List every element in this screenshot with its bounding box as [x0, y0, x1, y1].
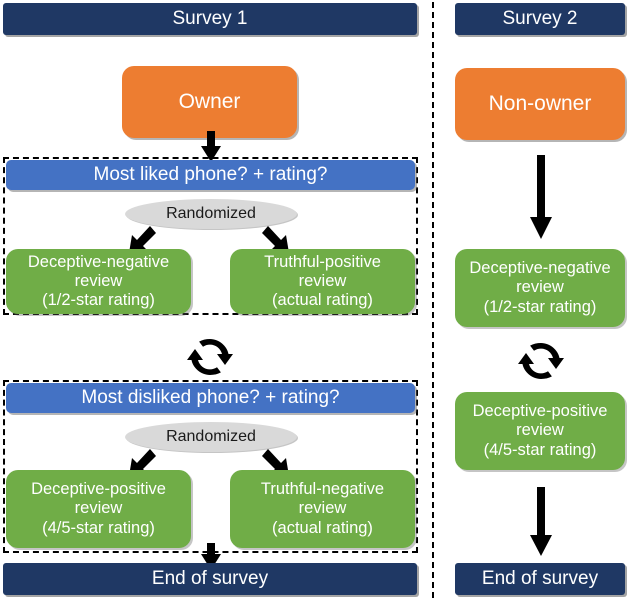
survey2-end-of-survey: End of survey [455, 563, 625, 595]
survey1-review-truthful-positive: Truthful-positive review (actual rating) [230, 249, 415, 314]
column-divider [432, 2, 434, 598]
survey1-repeat-cycle-icon [187, 336, 233, 378]
survey1-header: Survey 1 [3, 3, 417, 35]
arrow-randomizer-a-right [261, 224, 293, 254]
survey2-review-deceptive-positive: Deceptive-positive review (4/5-star rati… [455, 392, 625, 470]
arrow-randomizer-b-left [125, 447, 157, 477]
survey1-respondent-owner: Owner [122, 66, 297, 138]
survey1-end-of-survey: End of survey [3, 563, 417, 595]
arrow-nonowner-to-first-review [529, 155, 553, 240]
survey1-review-deceptive-positive: Deceptive-positive review (4/5-star rati… [6, 470, 191, 548]
survey1-review-deceptive-negative: Deceptive-negative review (1/2-star rati… [6, 249, 191, 314]
arrow-to-end-survey1 [200, 543, 222, 571]
arrow-to-end-survey2 [529, 487, 553, 557]
survey1-question-most-liked: Most liked phone? + rating? [6, 160, 415, 190]
survey1-randomized-group-a [3, 157, 418, 315]
survey1-review-truthful-negative: Truthful-negative review (actual rating) [230, 470, 415, 548]
survey2-repeat-cycle-icon [518, 340, 564, 382]
arrow-randomizer-a-left [125, 224, 157, 254]
survey1-randomizer-b: Randomized [125, 422, 297, 452]
arrow-owner-to-question-a [200, 131, 222, 163]
survey2-header: Survey 2 [455, 3, 625, 35]
survey1-randomizer-a: Randomized [125, 199, 297, 229]
survey2-review-deceptive-negative: Deceptive-negative review (1/2-star rati… [455, 249, 625, 327]
arrow-randomizer-b-right [261, 447, 293, 477]
survey2-respondent-non-owner: Non-owner [455, 68, 625, 140]
survey1-question-most-disliked: Most disliked phone? + rating? [6, 383, 415, 413]
